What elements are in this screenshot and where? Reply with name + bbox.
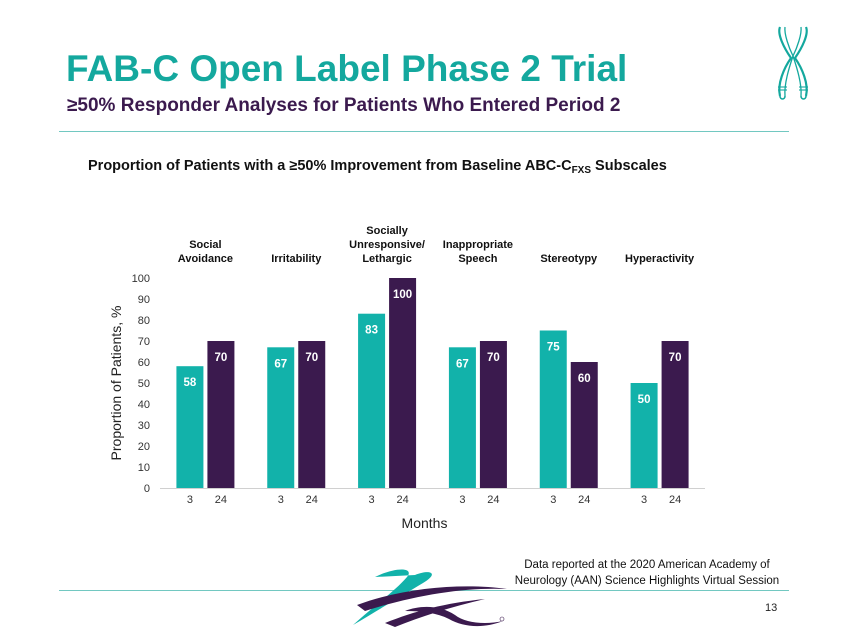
chart-title-subscript: FXS (571, 165, 592, 176)
swoosh-logo-icon (353, 569, 507, 627)
y-tick-label: 100 (132, 273, 150, 285)
y-tick-label: 40 (138, 399, 150, 411)
y-tick-label: 70 (138, 336, 150, 348)
footnote-line-2: Neurology (AAN) Science Highlights Virtu… (514, 575, 780, 587)
y-axis-label: Proportion of Patients, % (108, 306, 124, 461)
bar (389, 278, 417, 488)
x-tick-label: 24 (578, 494, 590, 506)
x-tick-label: 24 (487, 494, 499, 506)
x-tick-label: 3 (187, 494, 193, 506)
x-tick-label: 24 (396, 494, 408, 506)
x-tick-label: 3 (550, 494, 556, 506)
category-label: Irritability (271, 253, 322, 265)
category-label: Social (189, 239, 221, 251)
footnote: Data reported at the 2020 American Acade… (497, 557, 797, 589)
bar (267, 347, 295, 488)
y-tick-label: 30 (138, 420, 150, 432)
y-tick-label: 0 (144, 483, 150, 495)
bar (630, 383, 658, 488)
category-label: Speech (458, 253, 497, 265)
bar (539, 330, 567, 488)
y-tick-label: 60 (138, 357, 150, 369)
category-label: Hyperactivity (625, 253, 695, 265)
chart-title-suffix: Subscales (591, 158, 667, 174)
category-label: Stereotypy (540, 253, 598, 265)
y-tick-label: 80 (138, 315, 150, 327)
data-label: 100 (393, 289, 412, 301)
category-label: Inappropriate (443, 239, 513, 251)
bar (207, 341, 235, 488)
x-tick-label: 3 (278, 494, 284, 506)
data-label: 70 (487, 352, 500, 364)
page-number: 13 (765, 602, 778, 614)
data-label: 75 (547, 342, 560, 354)
header-divider (59, 131, 789, 132)
x-tick-label: 24 (306, 494, 318, 506)
chromosome-icon (778, 26, 808, 100)
y-tick-label: 10 (138, 462, 150, 474)
page-title: FAB-C Open Label Phase 2 Trial (66, 48, 628, 89)
data-label: 70 (305, 352, 318, 364)
bar (358, 313, 386, 488)
data-label: 58 (184, 377, 197, 389)
chart-title-main: Proportion of Patients with a ≥50% Impro… (88, 158, 572, 174)
page-subtitle: ≥50% Responder Analyses for Patients Who… (67, 95, 621, 116)
x-tick-label: 24 (669, 494, 681, 506)
data-label: 60 (578, 373, 591, 385)
y-tick-label: 20 (138, 441, 150, 453)
category-label: Avoidance (178, 253, 233, 265)
data-label: 83 (365, 325, 378, 337)
x-tick-label: 3 (459, 494, 465, 506)
data-label: 50 (638, 394, 651, 406)
bar (479, 341, 507, 488)
x-tick-label: 24 (215, 494, 227, 506)
category-label: Socially (366, 225, 408, 237)
x-tick-label: 3 (641, 494, 647, 506)
bar (661, 341, 689, 488)
chart-title: Proportion of Patients with a ≥50% Impro… (88, 158, 667, 176)
data-label: 70 (215, 352, 228, 364)
y-tick-label: 50 (138, 378, 150, 390)
bar (298, 341, 326, 488)
data-label: 67 (456, 358, 469, 370)
y-tick-label: 90 (138, 294, 150, 306)
bar (570, 362, 598, 488)
x-tick-label: 3 (369, 494, 375, 506)
data-label: 70 (669, 352, 682, 364)
footnote-line-1: Data reported at the 2020 American Acade… (524, 559, 770, 571)
category-label: Lethargic (362, 253, 412, 265)
data-label: 67 (274, 358, 287, 370)
bar (448, 347, 476, 488)
x-axis-label: Months (402, 515, 448, 531)
bar (176, 366, 204, 488)
category-label: Unresponsive/ (349, 239, 425, 251)
